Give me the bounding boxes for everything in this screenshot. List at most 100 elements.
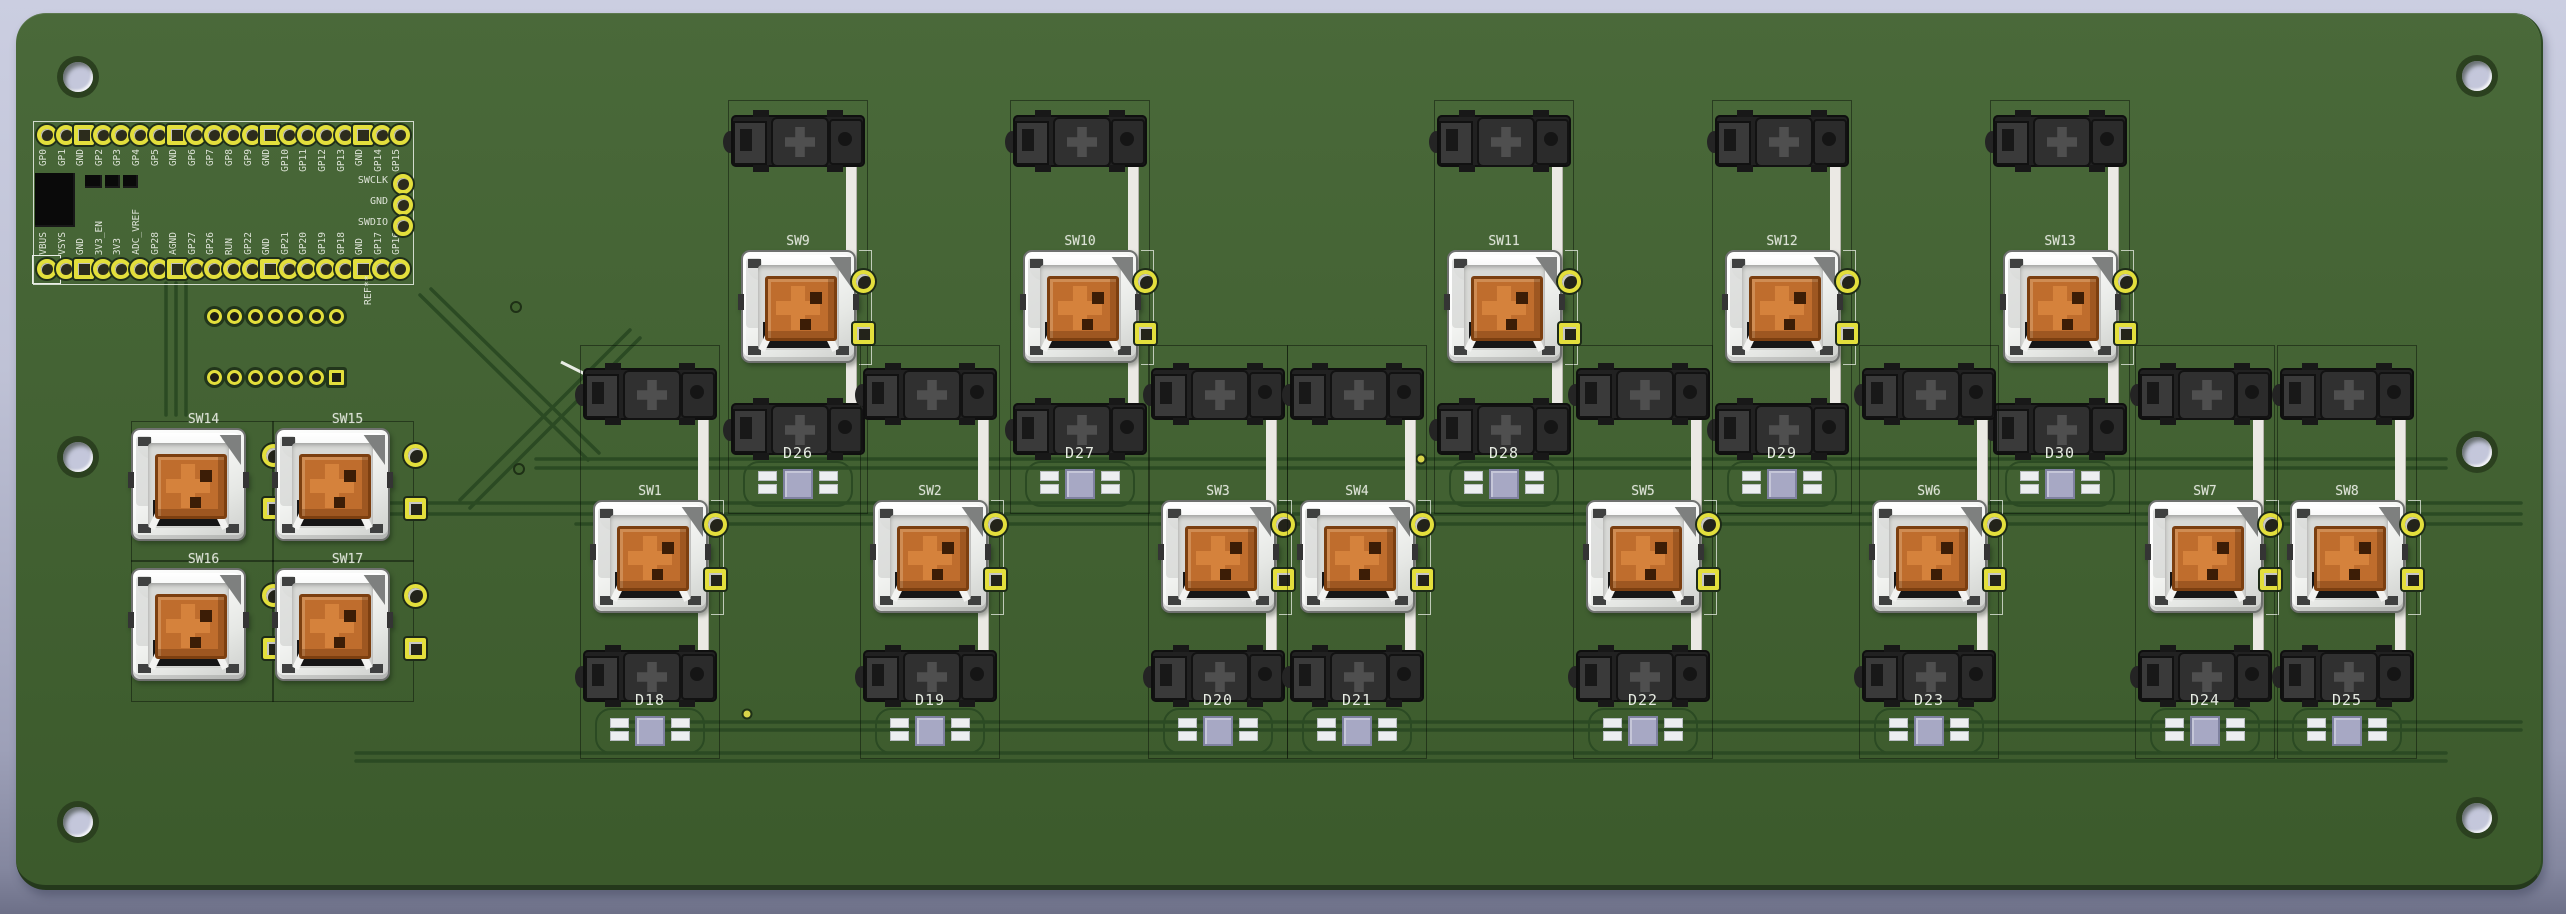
diode-trace-loop xyxy=(2005,461,2115,507)
unit-courtyard xyxy=(1712,100,1852,514)
switch-stem xyxy=(897,526,969,591)
keyswitch xyxy=(1158,500,1279,613)
hotswap-socket xyxy=(1282,645,1424,707)
smd-component xyxy=(105,175,120,188)
mounting-hole xyxy=(63,442,93,472)
switch-pad-round xyxy=(1558,270,1581,293)
diode-trace-loop xyxy=(1302,708,1412,754)
mounting-hole xyxy=(2462,437,2492,467)
pin-label: VSYS xyxy=(56,232,68,255)
pico-pin-bottom: 3V3 xyxy=(110,209,140,279)
mounting-hole xyxy=(63,62,93,92)
unit-courtyard xyxy=(860,345,1000,759)
pin-pad xyxy=(316,259,336,279)
switch-stem xyxy=(1749,276,1821,341)
pin-label: GP7 xyxy=(205,149,217,167)
hotswap-socket xyxy=(1005,110,1147,172)
hotswap-socket xyxy=(1707,110,1849,172)
unit-courtyard xyxy=(1990,100,2130,514)
switch-label: SW2 xyxy=(918,484,942,499)
key-unit: SW4 D21 xyxy=(1282,345,1434,759)
diode-trace-loop xyxy=(875,708,985,754)
diode-body xyxy=(783,469,813,499)
diode-trace-loop xyxy=(2150,708,2260,754)
unit-courtyard xyxy=(1287,345,1427,759)
pin-pad xyxy=(167,125,188,145)
swd-pin: SWDIO xyxy=(316,216,416,236)
keyswitch xyxy=(1444,250,1565,363)
switch-stem xyxy=(1047,276,1119,341)
pico-pin-bottom: AGND xyxy=(166,209,196,279)
aux-hole xyxy=(227,370,243,385)
switch-pad-square xyxy=(1412,569,1433,590)
diode: D29 xyxy=(1712,444,1852,514)
pico-pin-bottom: VSYS xyxy=(55,209,85,279)
switch-pad-round xyxy=(1836,270,1859,293)
pin-pad xyxy=(130,259,150,279)
switch-pad-round xyxy=(1134,270,1157,293)
mounting-hole xyxy=(63,807,93,837)
diode: D22 xyxy=(1573,691,1713,761)
diode: D20 xyxy=(1148,691,1288,761)
unit-courtyard xyxy=(580,345,720,759)
swd-pin: GND xyxy=(316,195,416,215)
key-unit: SW3 D20 xyxy=(1143,345,1295,761)
pin-pad xyxy=(278,125,299,145)
switch-pad-round xyxy=(1272,513,1295,536)
switch-label: SW13 xyxy=(2044,234,2076,249)
pin-pad xyxy=(223,125,243,145)
switch-pad-square xyxy=(1984,569,2005,590)
pico-pin-top: GP14 xyxy=(371,125,401,235)
pico-pin-bottom: GP16 xyxy=(389,209,419,279)
fab-outline xyxy=(1990,500,2003,615)
pin-label: AGND xyxy=(168,232,180,255)
pin-pad xyxy=(393,174,413,194)
pico-courtyard-outline xyxy=(33,121,414,285)
switch-pad-square xyxy=(405,638,426,659)
pico-pin-top: GP7 xyxy=(203,125,233,235)
diode-trace-loop xyxy=(743,461,853,507)
switch-pad-round xyxy=(984,513,1007,536)
switch-pad-round xyxy=(1697,513,1720,536)
smd-component xyxy=(35,173,75,227)
unit-courtyard xyxy=(728,100,868,514)
pin-pad xyxy=(223,259,243,279)
diode: D27 xyxy=(1010,444,1150,514)
fab-outline xyxy=(2121,250,2134,365)
pin-label: GP9 xyxy=(242,149,254,167)
keyswitch xyxy=(2287,500,2408,613)
keyswitch xyxy=(128,428,249,541)
hotswap-socket xyxy=(1429,110,1571,172)
smd-component xyxy=(123,175,138,188)
swd-pin: SWCLK xyxy=(316,174,416,194)
aux-hole-row-1 xyxy=(207,309,367,324)
keyswitch xyxy=(1869,500,1990,613)
aux-hole xyxy=(308,370,324,385)
diode-label: D25 xyxy=(2331,691,2363,709)
pin-pad xyxy=(204,125,225,145)
pin-label: GND xyxy=(75,237,87,255)
switch-label: SW1 xyxy=(638,484,662,499)
keyswitch xyxy=(1020,250,1141,363)
pin-label: GP10 xyxy=(279,149,291,172)
pico-pin-bottom: GP19 xyxy=(315,209,345,279)
keyswitch xyxy=(738,250,859,363)
diode: D25 xyxy=(2277,691,2417,761)
pico-pin-top: GP6 xyxy=(185,125,215,235)
pin-label: GP22 xyxy=(242,232,254,255)
aux-hole-row-2 xyxy=(207,370,367,385)
hotswap-socket xyxy=(1707,398,1849,460)
pin-pad xyxy=(204,259,225,279)
pin-pad xyxy=(55,259,76,279)
switch-stem xyxy=(299,454,371,519)
hotswap-socket xyxy=(575,645,717,707)
diode-label: D18 xyxy=(634,691,666,709)
pico-pin-bottom: 3V3_EN xyxy=(92,209,122,279)
pin-pad xyxy=(390,125,411,145)
pico-pin-top: GP1 xyxy=(55,125,85,235)
hotswap-socket xyxy=(1005,398,1147,460)
pin-pad xyxy=(278,259,299,279)
hotswap-socket xyxy=(723,398,865,460)
pin-pad xyxy=(185,259,206,279)
